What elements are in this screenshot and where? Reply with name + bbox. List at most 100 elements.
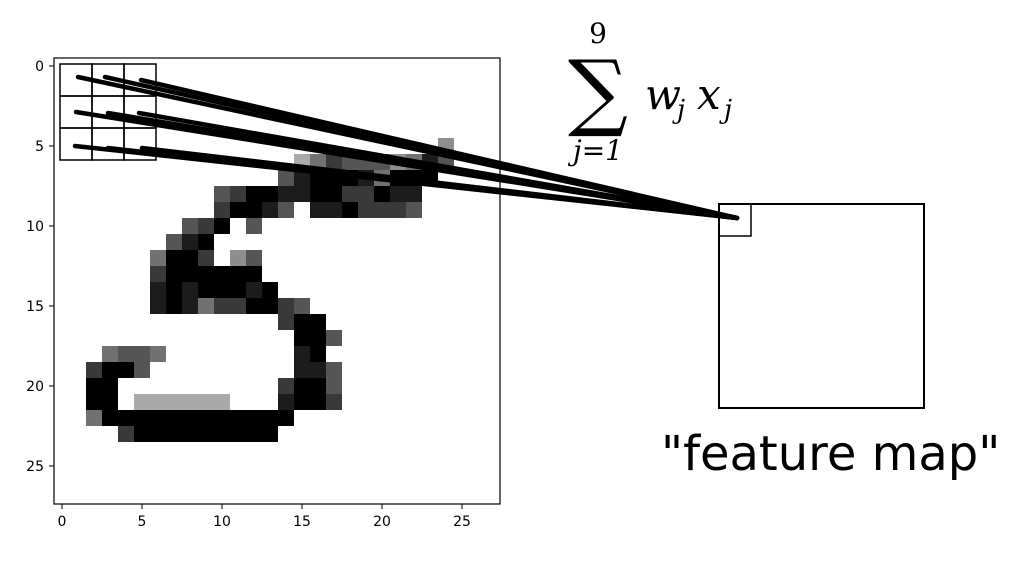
image-pixel (326, 362, 342, 378)
image-pixel (198, 266, 214, 282)
image-pixel (342, 202, 358, 218)
image-pixel (166, 298, 182, 314)
image-pixel (390, 202, 406, 218)
image-pixel (246, 266, 262, 282)
image-pixel (198, 394, 214, 410)
image-pixel (326, 154, 342, 170)
y-tick-label: 20 (26, 379, 44, 395)
image-pixel (230, 410, 246, 426)
image-pixel (214, 266, 230, 282)
image-pixel (182, 426, 198, 442)
image-pixel (358, 202, 374, 218)
image-pixel (326, 186, 342, 202)
image-pixel (262, 298, 278, 314)
image-pixel (278, 394, 294, 410)
image-pixel (118, 346, 134, 362)
image-pixel (214, 202, 230, 218)
image-pixel (86, 410, 102, 426)
image-pixel (166, 282, 182, 298)
image-pixel (214, 426, 230, 442)
image-pixel (150, 426, 166, 442)
image-pixel (246, 282, 262, 298)
image-pixel (294, 330, 310, 346)
image-pixel (198, 282, 214, 298)
image-pixel (246, 186, 262, 202)
image-pixel (166, 266, 182, 282)
image-pixel (374, 202, 390, 218)
image-pixel (246, 218, 262, 234)
image-pixel (230, 266, 246, 282)
image-pixel (118, 410, 134, 426)
term-x-subscript: j (719, 95, 732, 125)
image-pixel (198, 410, 214, 426)
image-pixel (134, 410, 150, 426)
image-pixel (294, 378, 310, 394)
image-pixel (310, 394, 326, 410)
image-pixel (294, 298, 310, 314)
image-pixel (246, 426, 262, 442)
image-pixel (358, 186, 374, 202)
sum-formula: 9 ∑ j=1 w j x j (567, 17, 732, 167)
image-pixel (326, 202, 342, 218)
image-pixel (214, 282, 230, 298)
image-pixel (310, 314, 326, 330)
image-pixel (182, 282, 198, 298)
image-pixel (246, 298, 262, 314)
image-pixel (118, 362, 134, 378)
image-pixel (198, 250, 214, 266)
image-pixel (374, 186, 390, 202)
x-tick-label: 15 (293, 514, 311, 530)
image-pixel (150, 346, 166, 362)
image-pixel (150, 266, 166, 282)
image-pixel (102, 394, 118, 410)
image-pixel (166, 394, 182, 410)
image-pixel (182, 218, 198, 234)
image-pixel (102, 410, 118, 426)
image-pixel (262, 410, 278, 426)
image-pixel (230, 282, 246, 298)
image-pixel (310, 330, 326, 346)
image-pixel (326, 378, 342, 394)
image-pixel (102, 346, 118, 362)
image-pixel (262, 426, 278, 442)
x-tick-label: 25 (453, 514, 471, 530)
feature-map-caption: "feature map" (661, 426, 1000, 482)
image-pixel (246, 202, 262, 218)
image-pixel (134, 426, 150, 442)
image-pixel (150, 250, 166, 266)
image-pixel (102, 378, 118, 394)
image-pixel (294, 314, 310, 330)
image-pixel (262, 282, 278, 298)
image-pixel (246, 410, 262, 426)
image-pixel (166, 234, 182, 250)
image-pixel (278, 186, 294, 202)
sum-upper-limit: 9 (589, 17, 607, 50)
image-pixel (310, 346, 326, 362)
image-pixel (278, 170, 294, 186)
image-pixel (118, 426, 134, 442)
feature-map-cell (718, 203, 752, 237)
image-pixel (150, 394, 166, 410)
image-pixel (406, 202, 422, 218)
image-pixel (294, 186, 310, 202)
image-pixel (310, 378, 326, 394)
image-pixel (198, 234, 214, 250)
image-pixel (294, 362, 310, 378)
image-pixel (134, 346, 150, 362)
x-tick-label: 0 (58, 514, 67, 530)
image-pixel (326, 394, 342, 410)
image-pixel (102, 362, 118, 378)
image-pixel (198, 426, 214, 442)
image-pixel (86, 394, 102, 410)
image-pixel (198, 298, 214, 314)
image-pixel (278, 202, 294, 218)
image-pixel (230, 426, 246, 442)
image-pixel (278, 410, 294, 426)
image-pixel (310, 186, 326, 202)
image-pixel (294, 346, 310, 362)
image-pixel (326, 330, 342, 346)
image-pixel (390, 186, 406, 202)
image-pixel (150, 282, 166, 298)
image-pixel (294, 170, 310, 186)
